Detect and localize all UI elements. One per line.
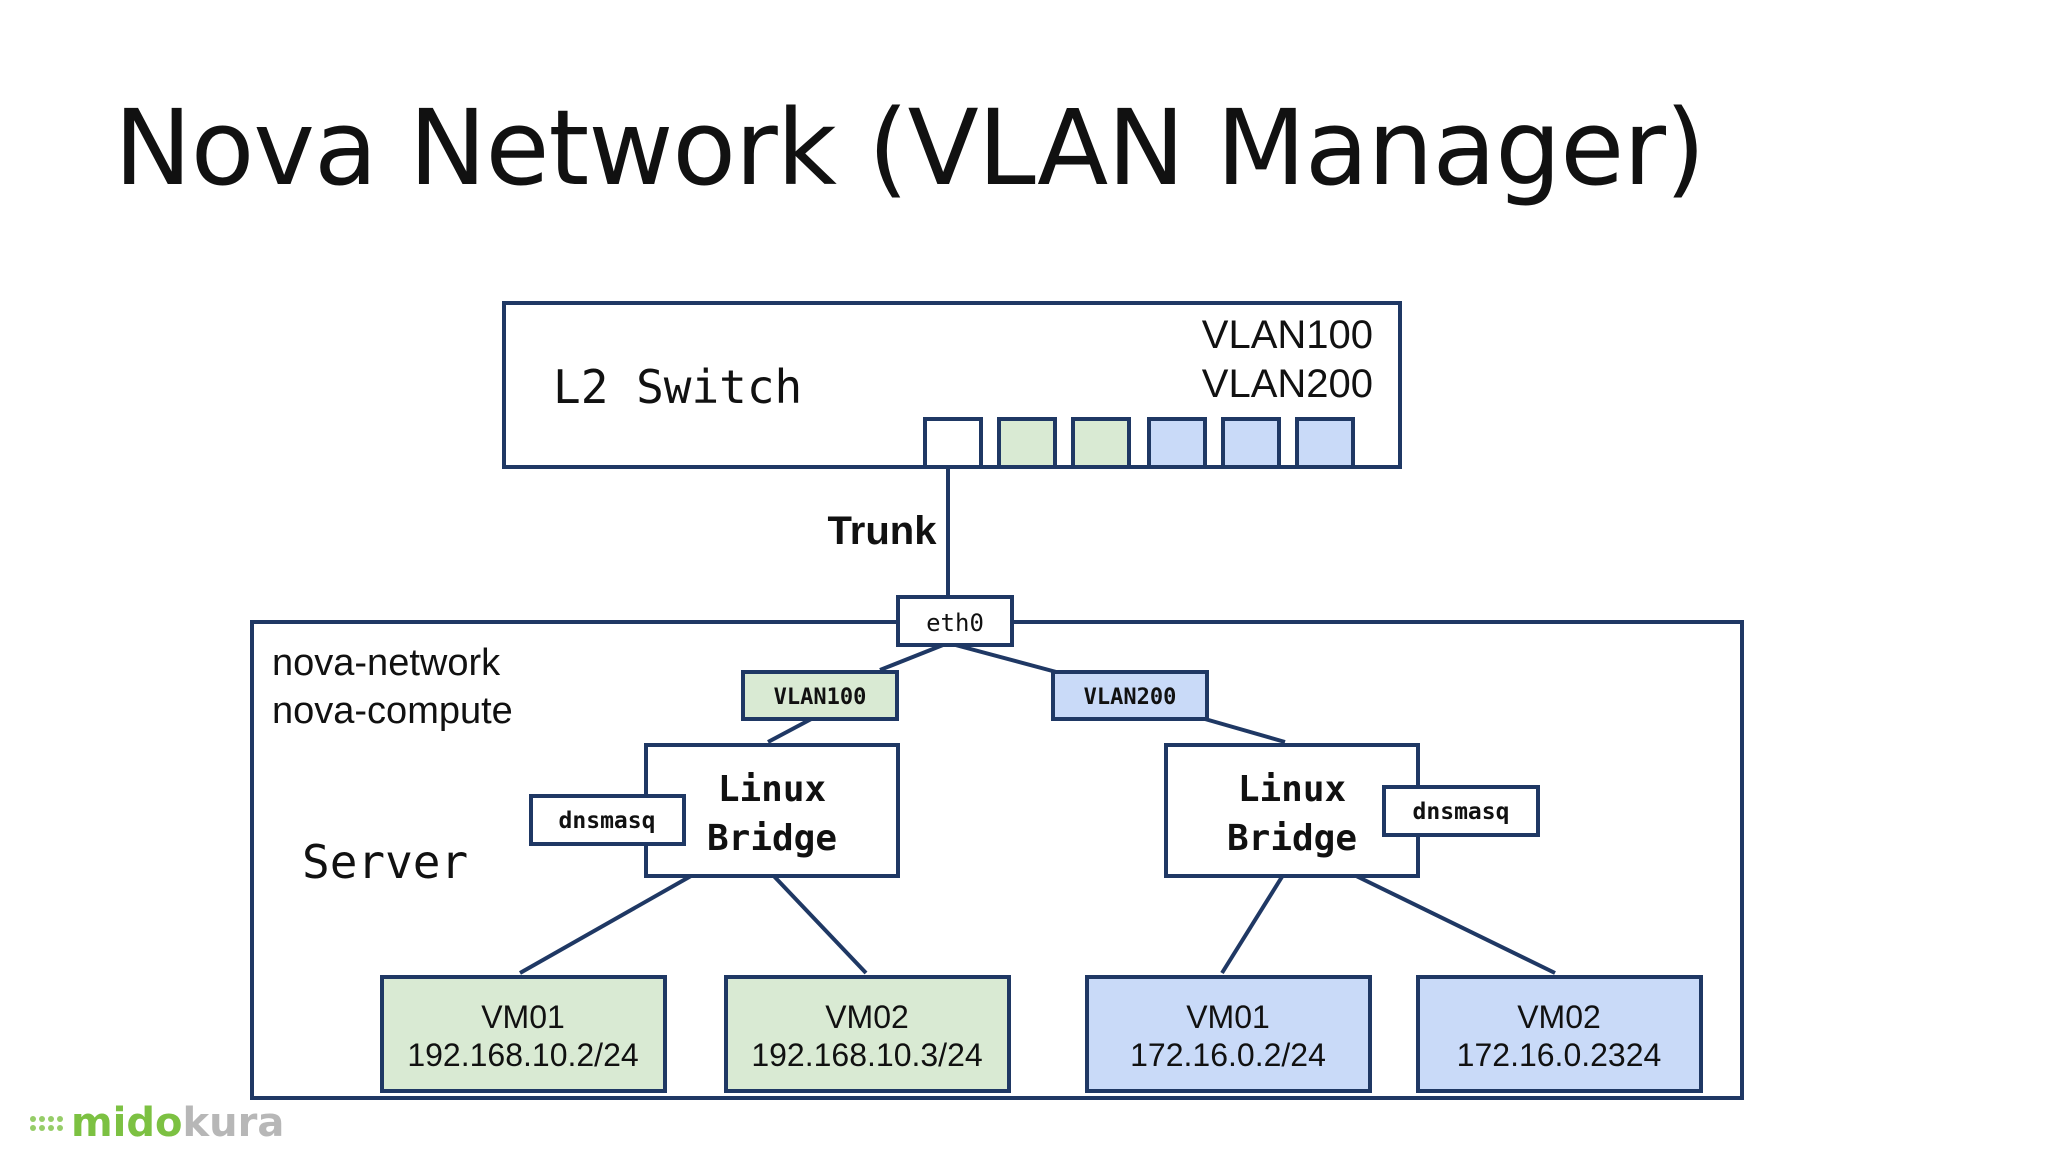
vm-name: VM02 [825,999,909,1035]
switch-vlan100-label: VLAN100 [1202,313,1373,357]
vlan-tag-left: VLAN100 [741,670,899,721]
vlan200-tag-label: VLAN200 [1084,685,1177,710]
switch-port-vlan100 [997,417,1057,469]
vlan200-tag-box [1051,670,1209,721]
link-vlan200-bridge-right [1197,715,1286,744]
link-bridge-left-vm2 [768,870,868,975]
logo-text-part2: kura [182,1100,285,1146]
vm-name: VM01 [481,999,565,1035]
connection-lines [519,465,1556,975]
switch-port-vlan100 [1071,417,1131,469]
vlan100-tag-label: VLAN100 [774,685,867,710]
bridge-right-label-line2: Bridge [1227,818,1357,859]
link-eth0-vlan200 [947,641,1061,675]
dnsmasq-right-label: dnsmasq [1413,799,1510,825]
logo-text-part1: mido [71,1100,183,1146]
vm-box: VM01 172.16.0.2/24 [1085,975,1372,1093]
switch-port-trunk [923,417,983,469]
midokura-logo: midokura [30,1100,284,1146]
switch-vlan200-label: VLAN200 [1202,362,1373,406]
vm-ip: 192.168.10.2/24 [407,1037,638,1073]
dnsmasq-right-box [1382,785,1540,837]
vlan100-tag-box [741,670,899,721]
vm-box-frame [1416,975,1703,1093]
vm-box-frame [380,975,667,1093]
bridge-left-box [644,743,900,878]
trunk-label: Trunk [828,509,938,553]
link-eth0-vlan100 [879,641,949,672]
switch-port-vlan200 [1147,417,1207,469]
switch-label: L2 Switch [553,360,802,414]
eth0-interface: eth0 [896,595,1014,647]
bridge-right-label-line1: Linux [1238,769,1346,810]
server-service-nova-network: nova-network [272,642,501,684]
vm-box-frame [724,975,1011,1093]
vm-box: VM02 192.168.10.3/24 [724,975,1011,1093]
logo-mark-icon [30,1115,63,1131]
link-vlan100-bridge-left [767,715,816,744]
slide-title: Nova Network (VLAN Manager) [114,87,1706,209]
vm-ip: 192.168.10.3/24 [751,1037,982,1073]
switch-port-vlan200 [1295,417,1355,469]
linux-bridge-left: Linux Bridge dnsmasq [529,743,900,878]
bridge-left-label-line2: Bridge [707,818,837,859]
dnsmasq-left-label: dnsmasq [559,808,656,834]
vm-name: VM02 [1517,999,1601,1035]
vm-ip: 172.16.0.2324 [1457,1037,1662,1073]
vm-box-frame [1085,975,1372,1093]
link-bridge-right-vm4 [1347,870,1556,975]
server-service-nova-compute: nova-compute [272,690,513,732]
vlan-tag-right: VLAN200 [1051,670,1209,721]
link-bridge-left-vm1 [519,870,699,975]
vm-box: VM01 192.168.10.2/24 [380,975,667,1093]
l2-switch: L2 Switch VLAN100 VLAN200 [502,301,1402,469]
eth0-box [896,595,1014,647]
vm-name: VM01 [1186,999,1270,1035]
linux-bridge-right: Linux Bridge dnsmasq [1164,743,1540,878]
dnsmasq-left-box [529,794,686,846]
vm-box: VM02 172.16.0.2324 [1416,975,1703,1093]
bridge-left-label-line1: Linux [718,769,826,810]
switch-port-vlan200 [1221,417,1281,469]
eth0-label: eth0 [926,609,984,637]
link-bridge-right-vm3 [1220,870,1287,975]
server-label: Server [302,835,468,889]
vm-ip: 172.16.0.2/24 [1130,1037,1326,1073]
